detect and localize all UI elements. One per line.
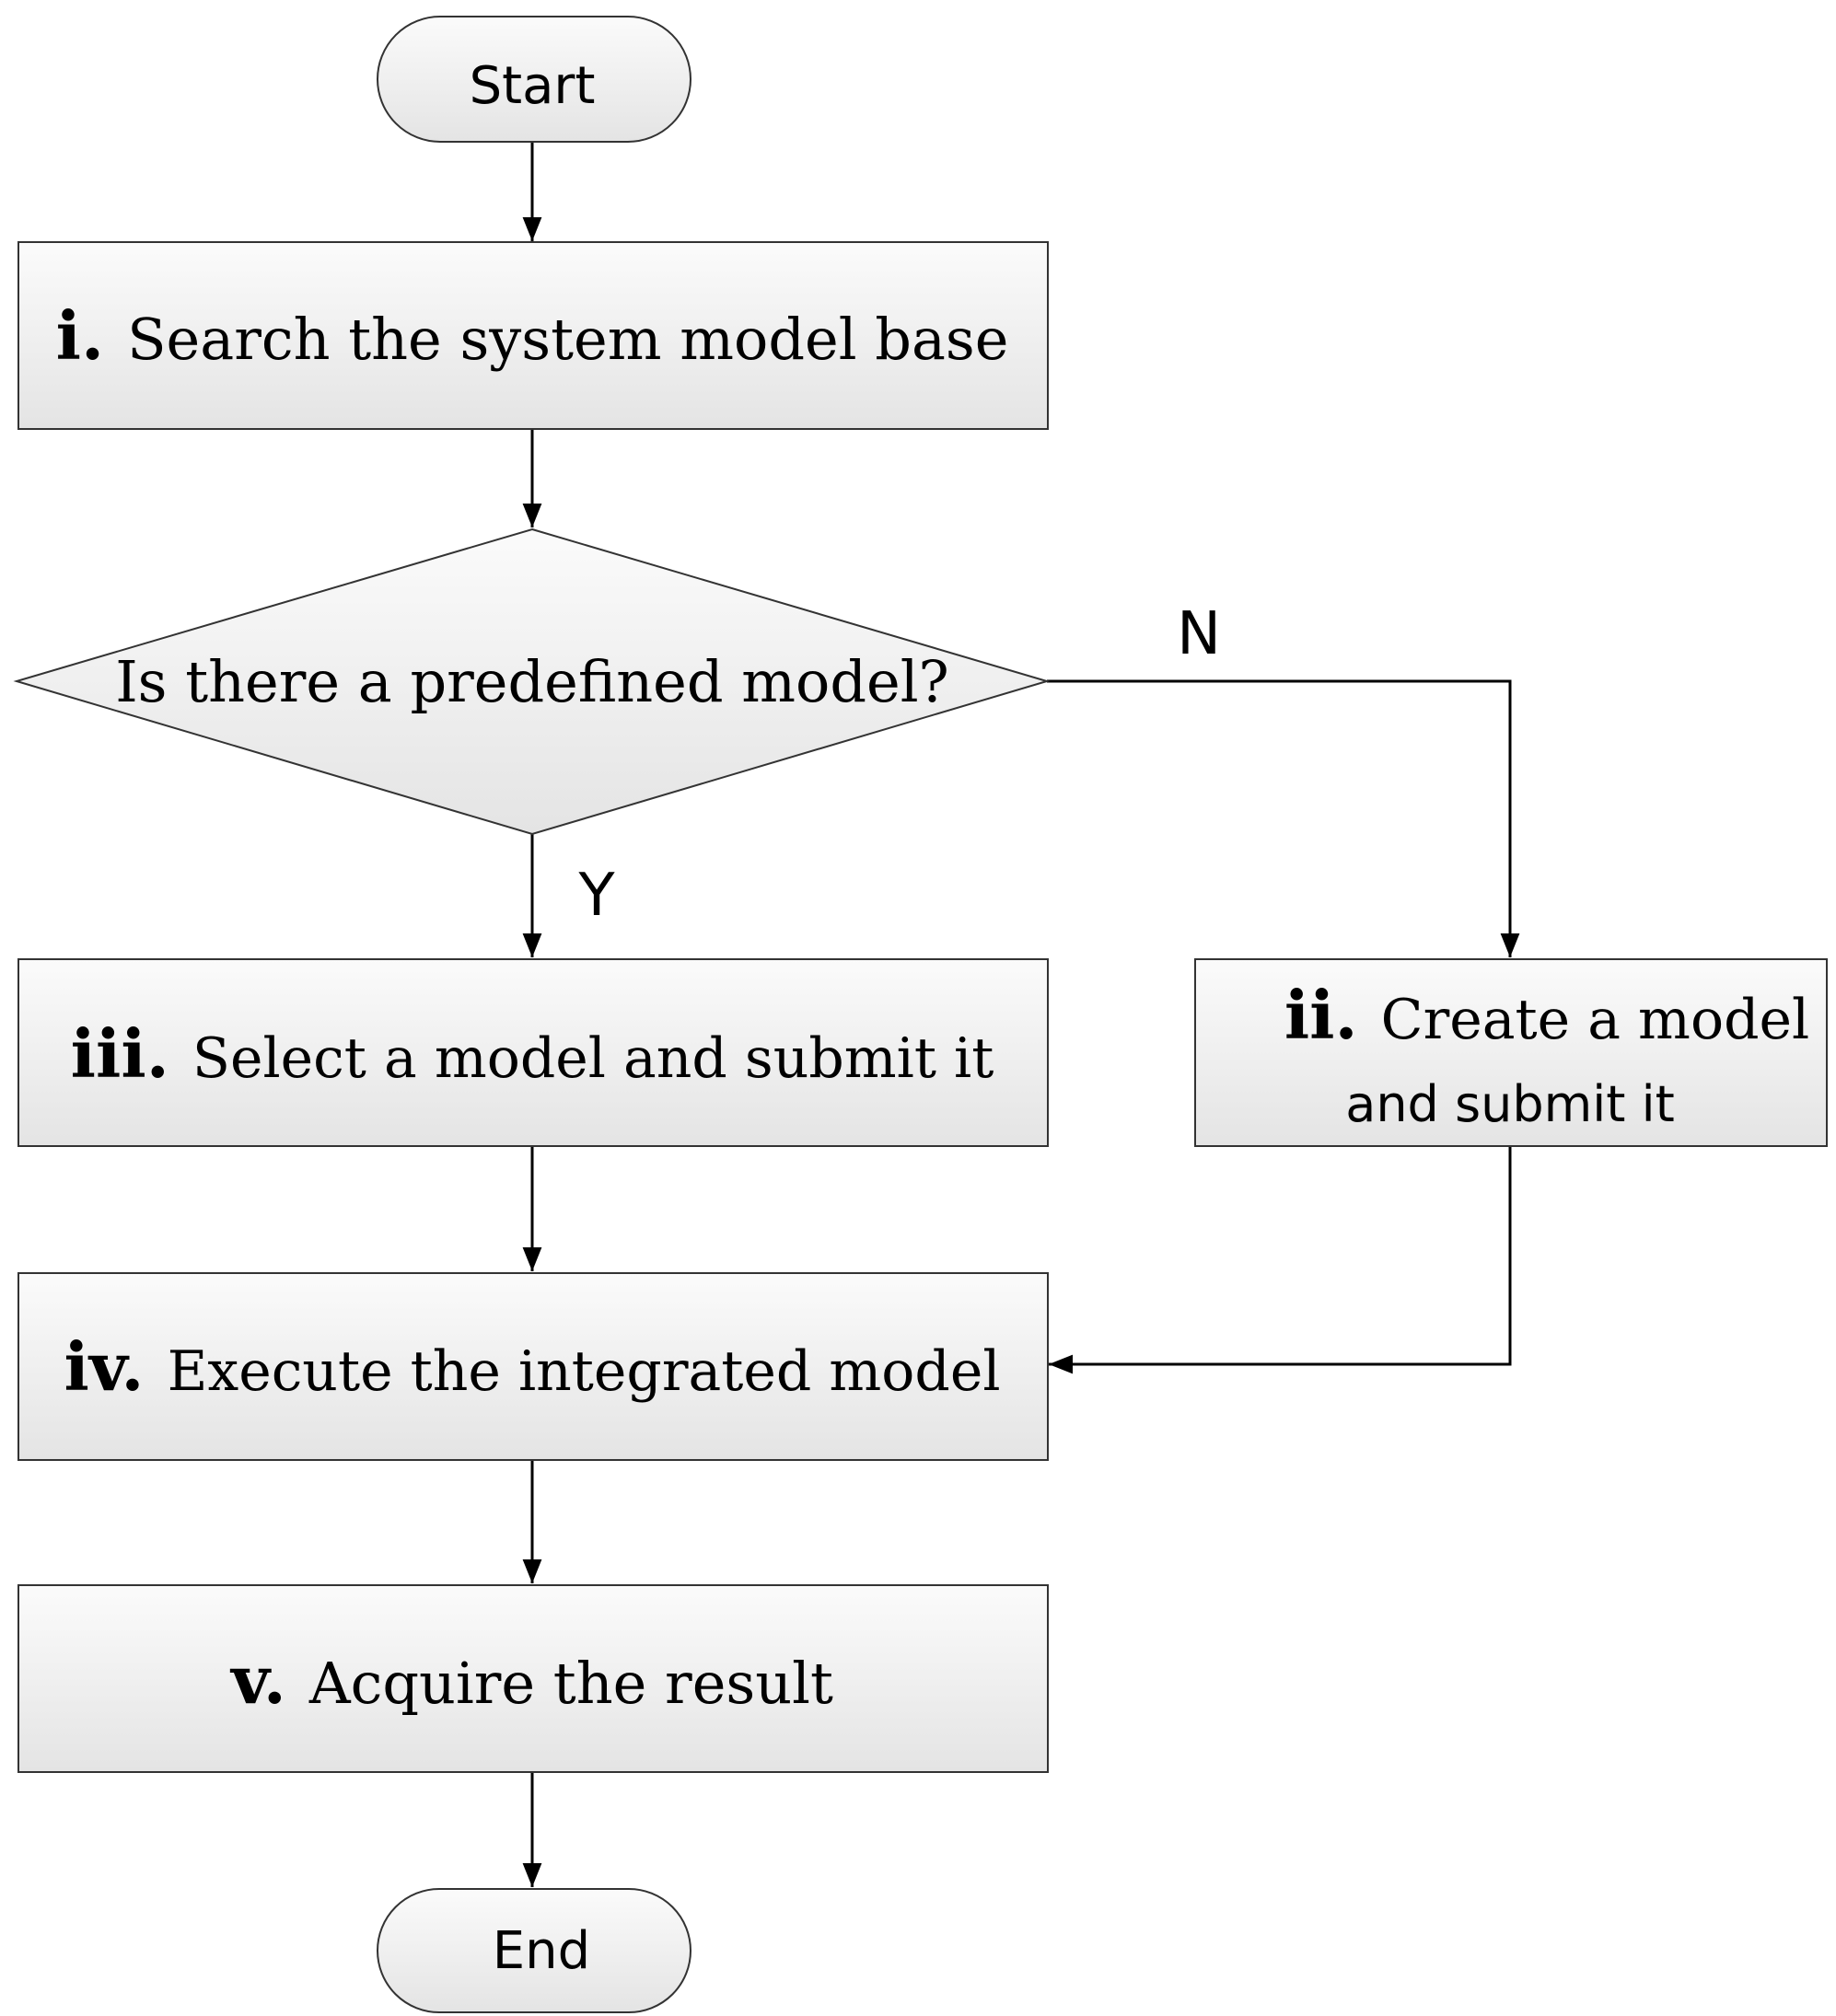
end-terminal: End xyxy=(377,1888,691,2013)
start-label: Start xyxy=(470,56,596,116)
step-execute-number: iv xyxy=(64,1327,129,1406)
step-execute-text: iv. Execute the integrated model xyxy=(64,1327,1000,1406)
step-execute-label: Execute the integrated model xyxy=(168,1339,1001,1404)
connector-decision-no-to-create xyxy=(1047,679,1520,957)
step-create-number: ii xyxy=(1284,976,1335,1054)
step-create: ii. Create a model and submit it xyxy=(1194,958,1828,1147)
step-acquire: v. Acquire the result xyxy=(17,1584,1049,1773)
step-acquire-text: v. Acquire the result xyxy=(229,1640,833,1719)
step-execute: iv. Execute the integrated model xyxy=(17,1272,1049,1461)
step-search-label: Search the system model base xyxy=(127,306,1008,373)
step-create-line1: ii. Create a model xyxy=(1284,976,1809,1054)
decision-no-label: N xyxy=(1177,600,1221,668)
step-select: iii. Select a model and submit it xyxy=(17,958,1049,1147)
step-create-label-line1: Create a model xyxy=(1381,988,1810,1052)
step-select-label: Select a model and submit it xyxy=(192,1026,994,1091)
decision-predefined-model: Is there a predefined model? xyxy=(13,527,1051,836)
decision-yes-label: Y xyxy=(577,862,615,930)
step-search-number: i xyxy=(56,296,81,375)
connectors xyxy=(522,143,1520,1887)
step-select-number: iii xyxy=(71,1014,146,1093)
step-acquire-label: Acquire the result xyxy=(308,1650,833,1717)
decision-question: Is there a predefined model? xyxy=(115,648,949,715)
end-label: End xyxy=(493,1921,590,1981)
step-search-text: i. Search the system model base xyxy=(56,296,1009,375)
step-select-text: iii. Select a model and submit it xyxy=(71,1014,994,1093)
step-create-label-line2: and submit it xyxy=(1345,1075,1675,1133)
step-search: i. Search the system model base xyxy=(17,241,1049,430)
connector-create-to-execute xyxy=(1049,1145,1512,1374)
start-terminal: Start xyxy=(377,16,691,143)
